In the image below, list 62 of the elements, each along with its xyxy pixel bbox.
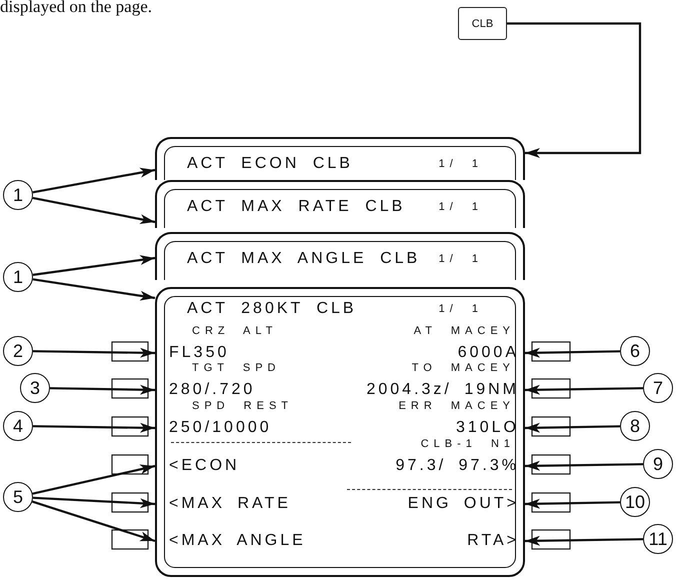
field-label: AT MACEY — [414, 325, 515, 338]
data-field: 250/10000 — [155, 418, 272, 438]
field-label: TO MACEY — [412, 362, 515, 375]
arrow — [32, 168, 156, 194]
arrow — [524, 536, 644, 546]
note-text: displayed on the page. — [0, 0, 152, 17]
data-field: <MAX ANGLE — [155, 531, 306, 551]
data-field: 6000A — [458, 343, 525, 363]
display-page — [155, 180, 525, 228]
arrow — [524, 384, 644, 395]
field-label: TGT SPD — [192, 362, 280, 375]
arrow — [32, 255, 156, 276]
data-field: <ECON — [155, 456, 240, 476]
data-field: 310LO — [456, 418, 525, 438]
arrow — [32, 196, 156, 224]
field-label: ERR MACEY — [398, 400, 515, 413]
callout-number: 6 — [620, 336, 650, 366]
data-field: 97.3/ 97.3% — [396, 456, 525, 476]
callout-number: 3 — [20, 373, 50, 403]
data-field: 2004.3z/ 19NM — [366, 380, 525, 400]
arrow — [32, 500, 156, 542]
arrow — [32, 278, 156, 301]
data-field: FL350 — [155, 343, 230, 363]
callout-number: 10 — [620, 487, 650, 517]
arrow — [32, 464, 156, 495]
page-title: ACT 280KT CLB — [187, 300, 357, 318]
arrow — [32, 496, 156, 508]
callout-number: 1 — [3, 180, 33, 210]
page-number: 1/ 1 — [438, 303, 483, 316]
page-title: ACT MAX ANGLE CLB — [187, 250, 420, 268]
field-label: SPD REST — [192, 400, 294, 413]
callout-number: 5 — [3, 482, 33, 512]
arrow — [524, 348, 620, 358]
display-page — [155, 137, 525, 180]
field-label: CLB-1 N1 — [420, 438, 515, 451]
data-field: RTA> — [467, 531, 525, 551]
callout-number: 9 — [643, 449, 673, 479]
arrow — [507, 22, 642, 158]
page-number: 1/ 1 — [438, 253, 483, 266]
callout-number: 8 — [620, 411, 650, 441]
callout-number: 7 — [643, 373, 673, 403]
display-page — [155, 232, 525, 280]
arrow — [524, 498, 620, 509]
page-number: 1/ 1 — [438, 201, 483, 214]
field-label: CRZ ALT — [192, 325, 278, 338]
arrow — [524, 422, 620, 433]
page-number: 1/ 1 — [438, 158, 483, 171]
callout-number: 1 — [3, 262, 33, 292]
data-field: 280/.720 — [155, 380, 256, 400]
arrow — [32, 348, 156, 358]
data-field: <MAX RATE — [155, 494, 291, 514]
callout-number: 2 — [3, 336, 33, 366]
function-key: CLB — [458, 7, 507, 40]
page-title: ACT MAX RATE CLB — [187, 198, 406, 216]
display-page — [155, 287, 525, 577]
data-field: ENG OUT> — [408, 494, 525, 514]
arrow — [50, 384, 156, 395]
page-title: ACT ECON CLB — [187, 155, 353, 173]
arrow — [524, 460, 644, 471]
callout-number: 4 — [3, 411, 33, 441]
arrow — [32, 422, 156, 433]
callout-number: 11 — [643, 524, 673, 554]
